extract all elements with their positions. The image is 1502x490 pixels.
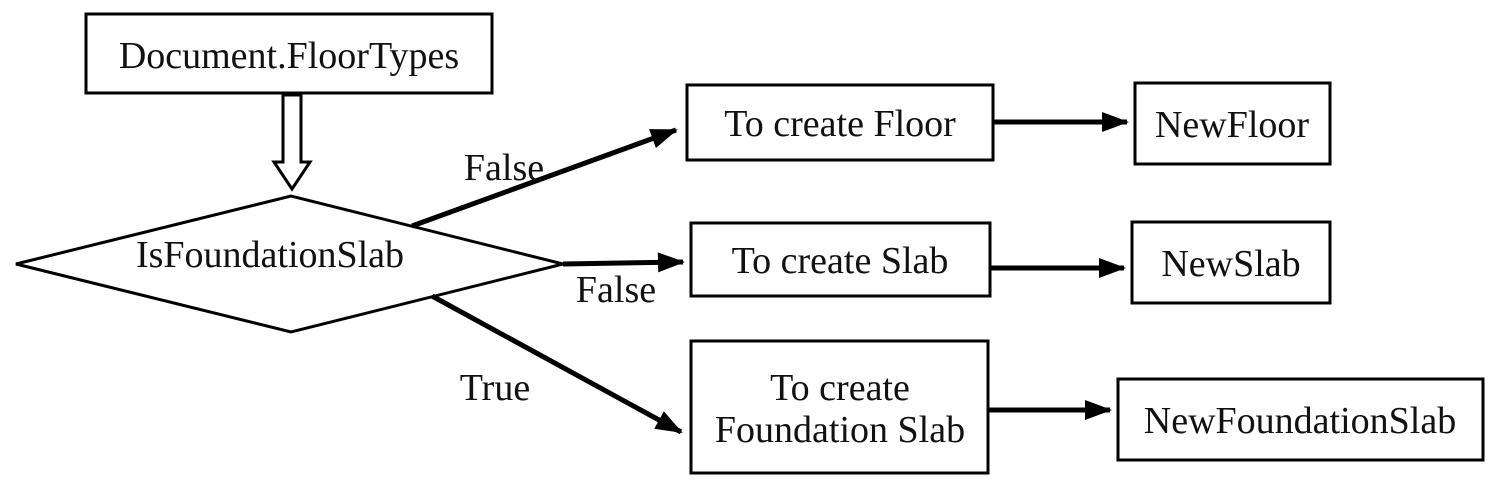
source-node-box bbox=[84, 12, 494, 95]
result-slab-label: NewSlab bbox=[1161, 243, 1300, 285]
decision-node-label: IsFoundationSlab bbox=[136, 234, 404, 276]
source-node-label: Document.FloorTypes bbox=[119, 35, 459, 77]
process-slab-box bbox=[689, 221, 992, 298]
process-floor-label: To create Floor bbox=[724, 103, 956, 145]
process-foundation-label-line1: To create bbox=[770, 367, 910, 409]
result-floor-label: NewFloor bbox=[1155, 104, 1309, 146]
edge-decision-to-slab bbox=[562, 252, 685, 273]
process-slab-label: To create Slab bbox=[732, 240, 949, 282]
result-foundation-label: NewFoundationSlab bbox=[1144, 400, 1456, 442]
process-foundation-box bbox=[689, 339, 990, 475]
edge-label-true-foundation: True bbox=[460, 367, 530, 409]
process-foundation-label-line2: Foundation Slab bbox=[715, 409, 965, 451]
edge-decision-to-floor bbox=[411, 127, 678, 229]
down-block-arrow-icon bbox=[271, 93, 313, 192]
result-slab-box bbox=[1130, 220, 1332, 305]
result-foundation-box bbox=[1116, 377, 1485, 462]
process-floor-box bbox=[685, 83, 995, 162]
edge-label-false-floor: False bbox=[464, 147, 544, 189]
edge-decision-to-foundation bbox=[430, 293, 683, 435]
edge-label-false-slab: False bbox=[576, 269, 656, 311]
result-floor-box bbox=[1133, 81, 1332, 166]
